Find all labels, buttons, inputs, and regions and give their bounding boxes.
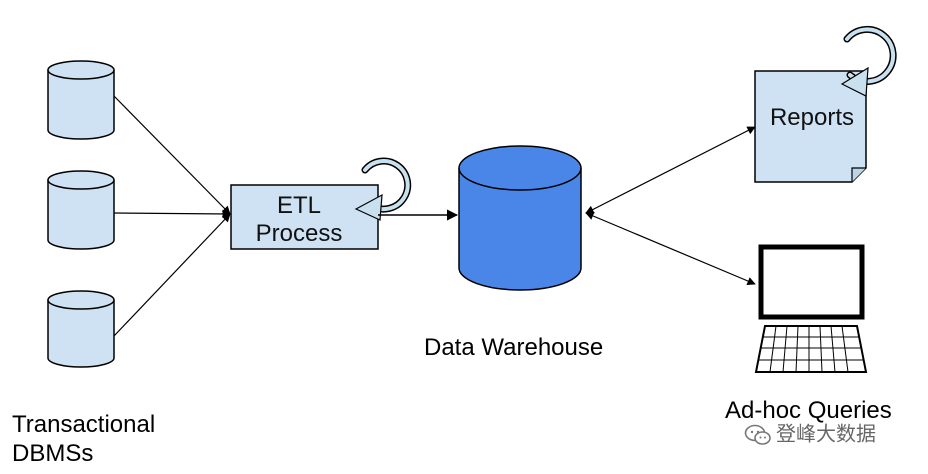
arrow-db2-to-etl (113, 209, 231, 219)
adhoc-queries-label: Ad-hoc Queries (725, 397, 892, 424)
source-db-2 (47, 170, 115, 250)
label-line-1: Transactional (12, 411, 156, 438)
watermark-text: 登峰大数据 (776, 423, 876, 446)
computer-monitor-icon (758, 244, 865, 320)
etl-process-label: ETL Process (236, 192, 362, 248)
wechat-icon (744, 424, 771, 445)
reports-document (754, 70, 867, 183)
source-db-1 (47, 60, 115, 140)
arrow-warehouse-adhoc (585, 212, 756, 285)
transactional-dbms-label: Transactional DBMSs (12, 410, 155, 468)
arrow-warehouse-reports (585, 126, 756, 214)
arrow-db1-to-etl (113, 95, 231, 215)
keyboard-icon (754, 325, 868, 373)
arrow-db3-to-etl (113, 213, 231, 337)
etl-line-2: Process (255, 220, 343, 247)
watermark: 登峰大数据 (744, 422, 876, 446)
reports-label: Reports (769, 104, 855, 131)
circular-arrow-icon (354, 157, 412, 221)
etl-process-box (230, 184, 379, 250)
data-warehouse-label: Data Warehouse (424, 334, 604, 361)
circular-arrow-icon (840, 25, 897, 97)
etl-line-1: ETL (276, 192, 321, 219)
source-db-3 (47, 290, 115, 368)
data-warehouse-cylinder (458, 145, 582, 291)
label-line-2: DBMSs (12, 440, 94, 467)
